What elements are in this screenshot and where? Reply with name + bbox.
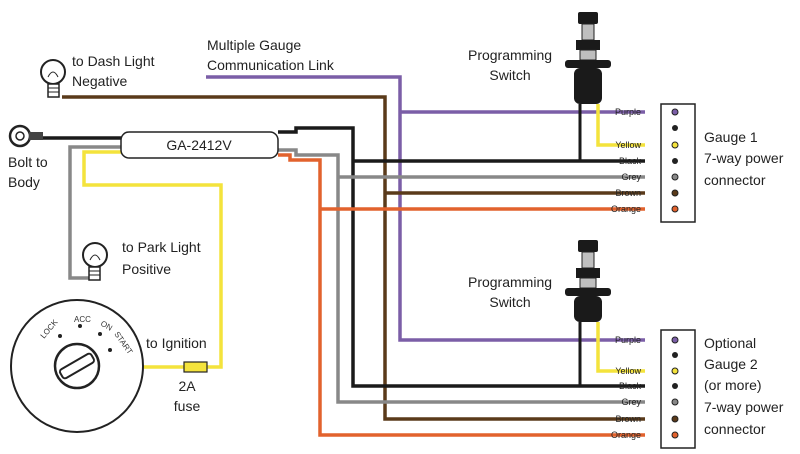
park-light-label-2: Positive [122,261,171,277]
g2-yellow-label: Yellow [615,366,641,376]
ignition-acc: ACC [74,315,91,324]
grey-wire [68,145,645,404]
comm-link-label-1: Multiple Gauge [207,37,301,53]
module-label: GA-2412V [166,137,232,153]
ignition-switch: LOCK ACC ON START [10,299,144,433]
prog-switch-2-label-1: Programming [468,274,552,290]
g2-purple-label: Purple [615,335,641,345]
g2-orange-label: Orange [611,430,641,440]
gauge-2-label-2: Gauge 2 [704,356,758,372]
yellow-switch-loop-1 [596,104,645,147]
g1-grey-label: Grey [621,172,641,182]
bolt-label-1: Bolt to [8,154,48,170]
black-wire [28,126,645,388]
brown-wire-dash [62,95,645,421]
comm-link-label-2: Communication Link [207,57,335,73]
gauge-2-wire-labels: Purple Yellow Black Grey Brown Orange [611,335,642,440]
park-light-bulb-icon [82,242,108,281]
g2-brown-label: Brown [615,414,641,424]
dash-light-label-2: Negative [72,73,127,89]
park-light-label-1: to Park Light [122,239,201,255]
gauge-1-label-3: connector [704,172,766,188]
fuse-label-2: fuse [174,398,201,414]
g1-orange-label: Orange [611,204,641,214]
ga-2412v-module: GA-2412V [120,131,279,159]
gauge-2-label-3: (or more) [704,377,762,393]
g1-yellow-label: Yellow [615,140,641,150]
programming-switch-1-icon [565,12,611,104]
g1-black-label: Black [619,156,642,166]
gauge-2-label-5: connector [704,421,766,437]
gauge-1-label-1: Gauge 1 [704,129,758,145]
fuse-icon [183,361,208,373]
fuse-label-1: 2A [178,378,196,394]
gauge-1-label-2: 7-way power [704,150,784,166]
orange-wire [278,153,645,437]
prog-switch-1-label-1: Programming [468,47,552,63]
ignition-label: to Ignition [146,335,207,351]
prog-switch-2-label-2: Switch [489,294,530,310]
gauge-2-connector [660,329,696,449]
gauge-2-label-4: 7-way power [704,399,784,415]
bolt-ring-terminal-icon [8,124,43,148]
yellow-switch-loop-2 [596,322,645,373]
g2-black-label: Black [619,381,642,391]
g1-brown-label: Brown [615,188,641,198]
dash-light-label-1: to Dash Light [72,53,155,69]
g2-grey-label: Grey [621,397,641,407]
programming-switch-2-icon [565,240,611,322]
g1-purple-label: Purple [615,107,641,117]
gauge-2-label-1: Optional [704,335,756,351]
gauge-1-wire-labels: Purple Yellow Black Grey Brown Orange [611,107,642,214]
dash-light-bulb-icon [40,59,66,98]
gauge-1-connector [660,103,696,223]
prog-switch-1-label-2: Switch [489,67,530,83]
bolt-label-2: Body [8,174,40,190]
